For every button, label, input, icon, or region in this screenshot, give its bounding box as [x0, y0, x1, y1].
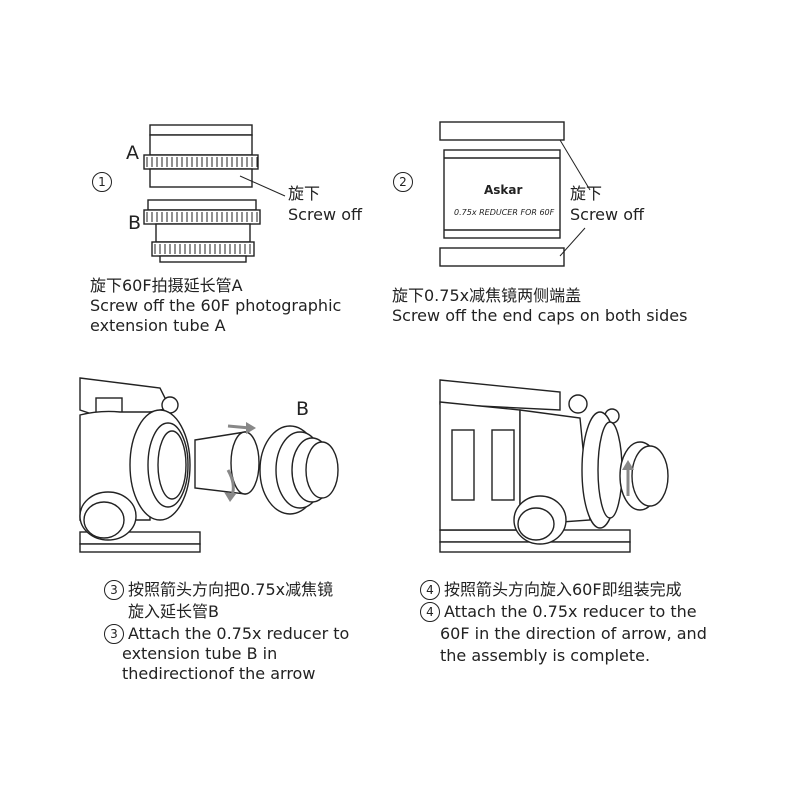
step1-callout-zh: 旋下 — [288, 184, 321, 203]
step3-caption-en-line1: Attach the 0.75x reducer to — [128, 624, 350, 643]
reducer-product-label: 0.75x REDUCER FOR 60F — [454, 208, 555, 217]
step2-number-badge: 2 — [393, 172, 413, 192]
step3-number-badge-zh: 3 — [104, 580, 124, 600]
step2-callout-zh: 旋下 — [570, 184, 603, 203]
step3-caption-en-line3: thedirectionof the arrow — [122, 664, 316, 683]
step4-caption-en-line2: 60F in the direction of arrow, and — [440, 624, 707, 643]
tube-a-label: A — [126, 142, 139, 164]
step3-part-b-label: B — [296, 398, 310, 420]
step3-caption-en-line2: extension tube B in — [122, 644, 278, 663]
step4-number-badge-en: 4 — [420, 602, 440, 622]
step1-caption-en-line1: Screw off the 60F photographic — [90, 296, 342, 315]
step2-caption-en: Screw off the end caps on both sides — [392, 306, 688, 325]
step1-callout-en: Screw off — [288, 205, 363, 224]
step1-number-badge: 1 — [92, 172, 112, 192]
step4-caption-en-line3: the assembly is complete. — [440, 646, 651, 665]
step1-caption-en-line2: extension tube A — [90, 316, 226, 335]
step4-number-badge-zh: 4 — [420, 580, 440, 600]
step2-caption-zh: 旋下0.75x减焦镜两侧端盖 — [392, 286, 582, 305]
step2-callout-en: Screw off — [570, 205, 645, 224]
step3-caption-zh-line1: 按照箭头方向把0.75x减焦镜 — [128, 580, 334, 599]
step3-caption-zh-line2: 旋入延长管B — [128, 602, 219, 621]
tube-b-label: B — [128, 212, 142, 234]
step4-caption-zh: 按照箭头方向旋入60F即组装完成 — [444, 580, 682, 599]
step1-caption-zh: 旋下60F拍摄延长管A — [90, 276, 243, 295]
step4-caption-en-line1: Attach the 0.75x reducer to the — [444, 602, 697, 621]
reducer-brand-logo: Askar — [484, 183, 523, 197]
step3-number-badge-en: 3 — [104, 624, 124, 644]
